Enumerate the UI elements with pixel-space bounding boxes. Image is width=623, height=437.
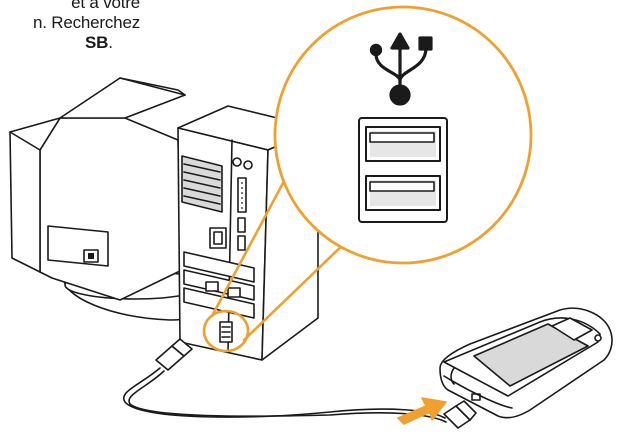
expansion-slot [183, 251, 255, 283]
handheld-button-bar [551, 317, 593, 341]
audio-jack [232, 157, 242, 167]
handheld-button [594, 334, 602, 342]
parallel-port [237, 177, 247, 213]
usb-port-highlight [202, 309, 250, 353]
monitor-top-panel [59, 77, 186, 119]
usb-trident-icon [369, 32, 433, 106]
usb-magnifier-callout [273, 5, 533, 265]
serial-port [237, 217, 246, 233]
instruction-line-3: SB. [0, 33, 140, 53]
usb-port-upper [365, 126, 441, 162]
insert-arrow-icon [397, 397, 447, 425]
crt-monitor [9, 77, 206, 321]
power-supply-vent [181, 155, 223, 213]
card-port [227, 287, 241, 298]
instruction-period: . [108, 33, 113, 52]
instruction-line-2: n. Recherchez [32, 13, 140, 32]
monitor-side-panel [9, 117, 61, 273]
handheld-device [439, 307, 613, 419]
instruction-text: et à votre n. Recherchez SB. [0, 0, 140, 53]
instruction-bold-term: SB [85, 33, 109, 52]
handheld-screen [473, 323, 589, 387]
card-port [205, 281, 219, 292]
monitor-rear-panel [47, 225, 109, 267]
serial-port [237, 235, 246, 251]
usb-port-lower [365, 175, 441, 211]
usb-cable [122, 338, 477, 429]
instruction-line-1: et à votre [71, 0, 140, 12]
monitor-back-housing [39, 117, 183, 301]
tower-computer [177, 105, 319, 361]
audio-jack [243, 160, 253, 170]
